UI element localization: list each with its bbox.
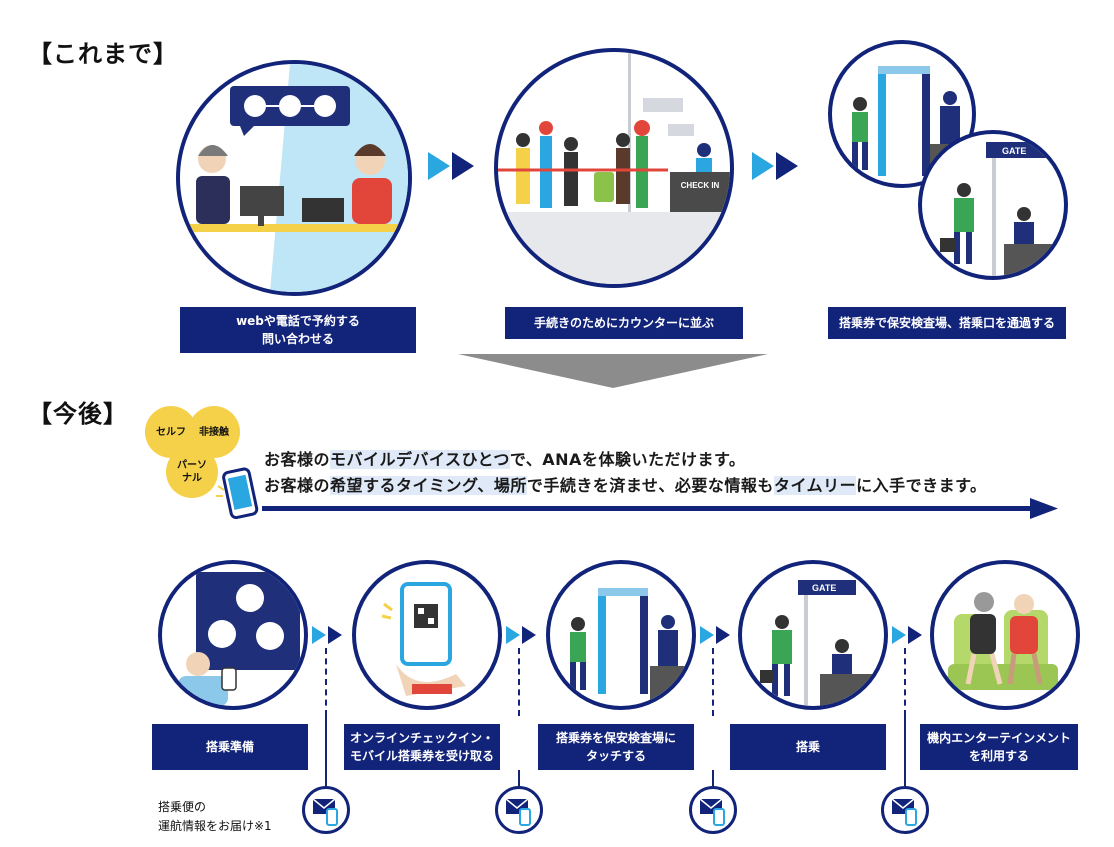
before-step3-gate-illustration: GATE — [918, 130, 1068, 280]
after-step3-label: 搭乗券を保安検査場にタッチする — [538, 724, 694, 770]
after-step5-label: 機内エンターテインメントを利用する — [920, 724, 1078, 770]
connector-line-4-lower — [904, 716, 906, 786]
section-title-before: 【これまで】 — [28, 40, 178, 68]
timeline-arrow — [262, 498, 1058, 519]
notification-icon-2 — [495, 786, 543, 834]
footnote: 搭乗便の 運航情報をお届け※1 — [158, 800, 272, 834]
after-step1-illustration — [158, 560, 308, 710]
before-arrow-1 — [428, 152, 474, 180]
before-step2-illustration: CHECK IN — [494, 48, 734, 288]
after-step5-illustration — [930, 560, 1080, 710]
message-line-1: お客様のモバイルデバイスひとつで、ANAを体験いただけます。 — [264, 450, 746, 469]
after-step4-label: 搭乗 — [730, 724, 886, 770]
notification-icon-1 — [302, 786, 350, 834]
after-arrow-3 — [700, 626, 730, 644]
gate-sign: GATE — [812, 583, 836, 593]
badge-personal: パーソナル — [166, 446, 218, 498]
notification-icon-4 — [881, 786, 929, 834]
before-step1-illustration — [176, 60, 412, 296]
connector-line-4 — [904, 648, 906, 716]
check-in-sign: CHECK IN — [681, 181, 720, 190]
after-step2-label: オンラインチェックイン・モバイル搭乗券を受け取る — [344, 724, 500, 770]
before-step2-label: 手続きのためにカウンターに並ぶ — [505, 307, 743, 339]
after-step3-illustration — [546, 560, 696, 710]
connector-line-1-lower — [325, 716, 327, 786]
transition-down-arrow — [458, 354, 768, 388]
after-step4-illustration: GATE — [738, 560, 888, 710]
connector-line-3-lower — [712, 770, 714, 786]
after-step2-illustration — [352, 560, 502, 710]
mobile-phone-icon — [216, 467, 259, 520]
before-step1-label: webや電話で予約する問い合わせる — [180, 307, 416, 353]
connector-line-3 — [712, 648, 714, 716]
connector-line-2-lower — [518, 770, 520, 786]
connector-line-2 — [518, 648, 520, 716]
after-arrow-2 — [506, 626, 536, 644]
before-step3-label: 搭乗券で保安検査場、搭乗口を通過する — [828, 307, 1066, 339]
after-arrow-1 — [312, 626, 342, 644]
before-arrow-2 — [752, 152, 798, 180]
after-arrow-4 — [892, 626, 922, 644]
after-step1-label: 搭乗準備 — [152, 724, 308, 770]
notification-icon-3 — [689, 786, 737, 834]
section-title-after: 【今後】 — [28, 400, 128, 428]
connector-line-1 — [325, 648, 327, 716]
gate-sign: GATE — [1002, 146, 1026, 156]
message-line-2: お客様の希望するタイミング、場所で手続きを済ませ、必要な情報もタイムリーに入手で… — [264, 476, 987, 495]
